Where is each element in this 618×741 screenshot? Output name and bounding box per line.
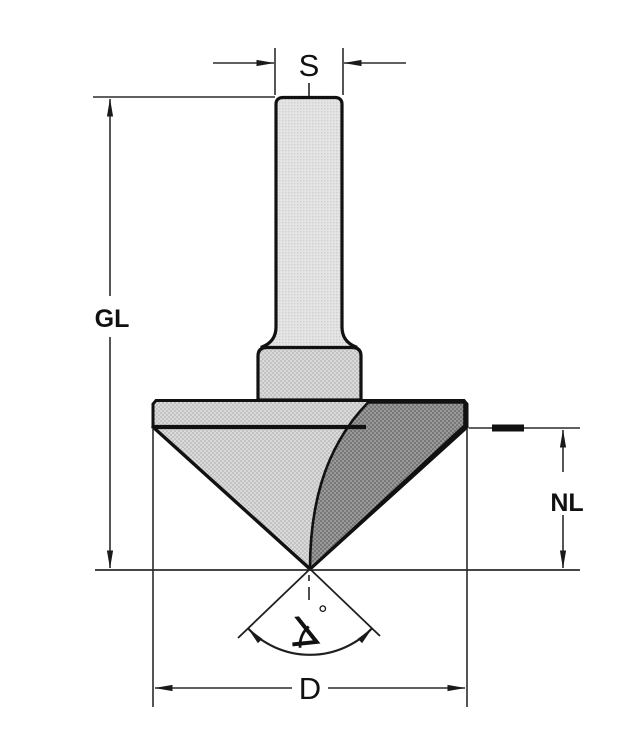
collar	[256, 345, 363, 402]
shank	[260, 95, 358, 354]
dim-d	[152, 429, 468, 707]
angle-symbol: ∡	[285, 608, 325, 656]
label-overall-length: GL	[95, 305, 130, 333]
degree-sign: °	[318, 601, 328, 628]
dim-s	[213, 48, 406, 95]
label-cutting-length: NL	[550, 489, 583, 517]
label-shank-diameter: S	[299, 48, 320, 83]
dim-gl	[93, 96, 275, 569]
angle-leg-left	[237, 568, 311, 639]
dim-nl	[469, 424, 580, 569]
cutting-flute	[308, 401, 466, 571]
angle-arc	[247, 627, 373, 656]
dim-angle	[237, 568, 381, 656]
label-diameter: D	[299, 671, 321, 706]
angle-leg-right	[309, 568, 381, 637]
